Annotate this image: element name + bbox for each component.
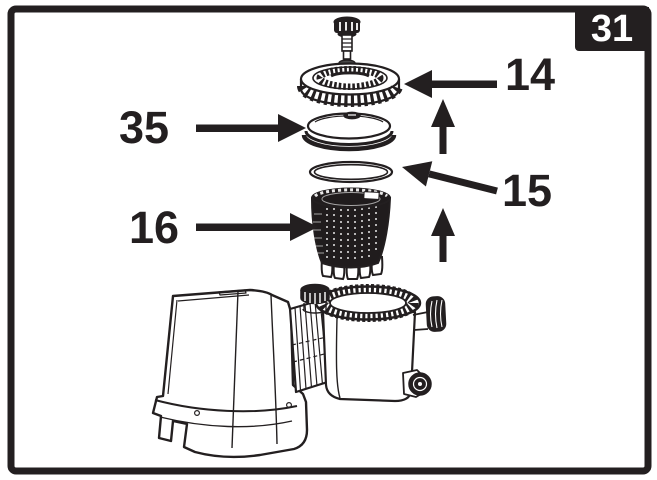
callout-label-14: 14 bbox=[505, 49, 556, 100]
strainer-cover-drawing bbox=[297, 62, 403, 107]
inlet-cap-drawing bbox=[300, 283, 330, 314]
assembly-up-arrow-top bbox=[431, 99, 455, 154]
step-number-badge: 31 bbox=[575, 7, 649, 51]
callout-arrow-35 bbox=[196, 114, 306, 142]
callout-arrow-15 bbox=[402, 161, 498, 195]
air-release-valve-drawing bbox=[333, 16, 361, 67]
strainer-basket-drawing bbox=[310, 187, 392, 281]
callout-arrow-16 bbox=[196, 213, 318, 241]
callout-label-35: 35 bbox=[119, 102, 170, 153]
callout-label-15: 15 bbox=[502, 165, 553, 216]
callout-arrow-14 bbox=[404, 70, 497, 98]
callout-label-16: 16 bbox=[129, 202, 180, 253]
side-port-drawing bbox=[412, 296, 447, 332]
drain-valve-drawing bbox=[402, 369, 432, 398]
o-ring-drawing bbox=[308, 160, 394, 184]
assembly-up-arrow-bottom bbox=[431, 208, 455, 262]
step-number: 31 bbox=[590, 7, 634, 50]
pump-body-drawing bbox=[151, 283, 447, 459]
lid-seal-drawing bbox=[301, 111, 397, 152]
frame-border bbox=[7, 5, 652, 475]
